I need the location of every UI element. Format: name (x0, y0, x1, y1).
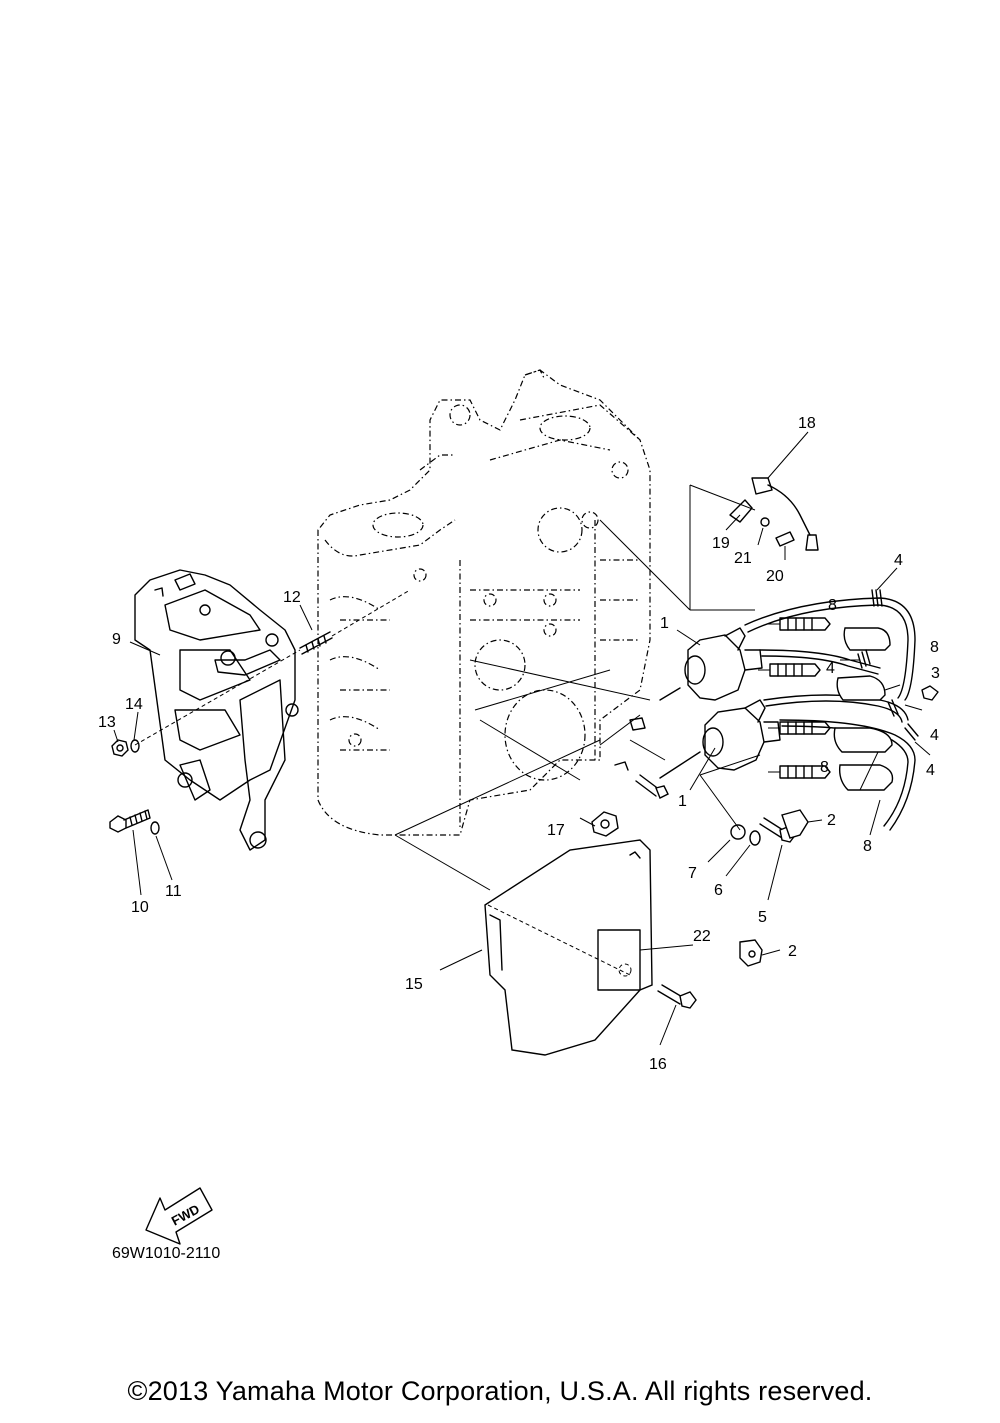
callout-labels: 1 1 2 2 3 4 4 4 4 5 6 7 8 8 8 8 9 10 11 … (98, 415, 940, 1073)
callout-21: 21 (734, 550, 752, 567)
callout-13: 13 (98, 714, 116, 731)
callout-4: 4 (930, 727, 939, 744)
callout-9: 9 (112, 631, 121, 648)
callout-5: 5 (758, 909, 767, 926)
callout-leaders (113, 431, 931, 1046)
callout-22: 22 (693, 928, 711, 945)
fwd-label: FWD (169, 1201, 202, 1228)
callout-3: 3 (931, 665, 940, 682)
cover-part-15 (484, 839, 653, 1056)
callout-4: 4 (826, 660, 835, 677)
sensor-assembly (689, 477, 819, 610)
washer-part-14 (130, 739, 140, 753)
callout-15: 15 (405, 976, 423, 993)
callout-8: 8 (930, 639, 939, 656)
callout-8: 8 (820, 759, 829, 776)
bolt-part-10 (109, 809, 151, 833)
callout-1: 1 (660, 615, 669, 632)
ignition-cables (744, 589, 939, 831)
callout-4: 4 (894, 552, 903, 569)
callout-2: 2 (788, 943, 797, 960)
washer-part-7 (730, 824, 746, 840)
callout-16: 16 (649, 1056, 667, 1073)
callout-11: 11 (165, 883, 182, 900)
small-bolts-coil (614, 717, 669, 799)
callout-14: 14 (125, 696, 143, 713)
callout-19: 19 (712, 535, 730, 552)
nut-part-13 (111, 739, 129, 757)
copyright-notice: ©2013 Yamaha Motor Corporation, U.S.A. A… (127, 1376, 873, 1406)
callout-8: 8 (863, 838, 872, 855)
diagram-part-code: 69W1010-2110 (112, 1245, 221, 1262)
washer-part-6 (749, 830, 761, 846)
callout-12: 12 (283, 589, 301, 606)
bolt-part-16 (657, 984, 697, 1009)
washer-part-11 (150, 821, 160, 835)
callout-1: 1 (678, 793, 687, 810)
callout-18: 18 (798, 415, 816, 432)
callout-4: 4 (926, 762, 935, 779)
bracket-part-9 (134, 569, 299, 851)
clip-part-2-lower (739, 939, 763, 967)
callout-6: 6 (714, 882, 723, 899)
thermoswitch-part-17 (591, 811, 619, 837)
ignition-coil-upper (659, 627, 763, 701)
engine-block-outline (317, 369, 651, 836)
callout-2: 2 (827, 812, 836, 829)
stud-part-12 (134, 589, 411, 746)
spark-plugs (758, 617, 831, 779)
leader-lines (394, 519, 761, 891)
callout-20: 20 (766, 568, 784, 585)
ignition-coil-lower (659, 699, 781, 779)
fwd-arrow: FWD (145, 1187, 213, 1245)
callout-7: 7 (688, 865, 697, 882)
callout-8: 8 (828, 597, 837, 614)
callout-17: 17 (547, 822, 565, 839)
clip-part-2-upper (781, 809, 809, 839)
callout-10: 10 (131, 899, 149, 916)
